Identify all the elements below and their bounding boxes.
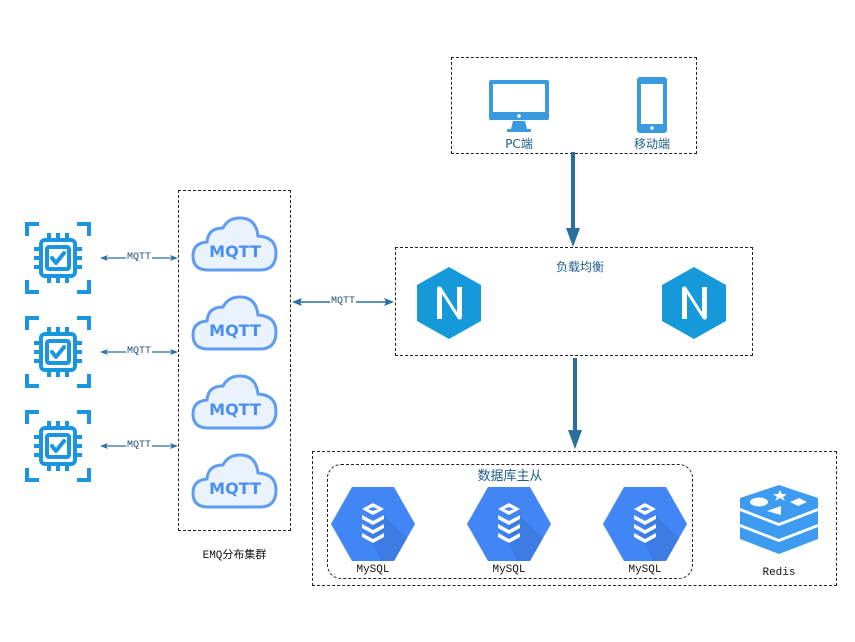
mysql-label: MySQL (356, 564, 390, 576)
pc-monitor-icon (488, 78, 550, 134)
iot-chip-device-icon (25, 222, 91, 294)
mysql-label: MySQL (628, 564, 662, 576)
mobile-phone-icon (636, 76, 668, 134)
mqtt-cloud-label: MQTT (209, 242, 261, 261)
load-balancer-group (395, 247, 753, 356)
mqtt-link-device-to-emq: MQTT (100, 439, 178, 453)
arrow-clients-to-lb (566, 152, 580, 247)
emq-cluster-group (178, 190, 291, 531)
mysql-database-icon (330, 486, 416, 562)
redis-cache-icon (737, 484, 821, 556)
emq-cluster-label: EMQ分布集群 (202, 550, 267, 562)
mqtt-link-label: MQTT (329, 296, 356, 307)
mqtt-link-label: MQTT (125, 252, 152, 263)
mqtt-link-device-to-emq: MQTT (100, 345, 178, 359)
db-group-title: 数据库主从 (460, 465, 560, 484)
pc-label: PC端 (505, 137, 533, 151)
mobile-label: 移动端 (633, 137, 670, 151)
mqtt-link-label: MQTT (125, 346, 152, 357)
iot-chip-device-icon (25, 316, 91, 388)
db-master-slave-group (327, 464, 693, 579)
iot-chip-device-icon (25, 410, 91, 482)
mqtt-link-device-to-emq: MQTT (100, 251, 178, 265)
mqtt-cloud-node: MQTT (190, 373, 280, 431)
nginx-icon (415, 266, 483, 340)
mysql-label: MySQL (492, 564, 526, 576)
mqtt-cloud-label: MQTT (209, 321, 261, 340)
mqtt-cloud-label: MQTT (209, 400, 261, 419)
load-balancer-title: 负载均衡 (555, 260, 604, 274)
mysql-database-icon (466, 486, 552, 562)
mqtt-cloud-label: MQTT (209, 479, 261, 498)
mqtt-link-emq-to-lb: MQTT (292, 295, 394, 309)
redis-label: Redis (762, 567, 796, 579)
mqtt-cloud-node: MQTT (190, 215, 280, 273)
storage-group (312, 451, 837, 586)
mqtt-cloud-node: MQTT (190, 452, 280, 510)
arrow-lb-to-storage (568, 358, 582, 449)
mysql-database-icon (602, 486, 688, 562)
nginx-icon (660, 266, 728, 340)
mqtt-link-label: MQTT (125, 440, 152, 451)
mqtt-cloud-node: MQTT (190, 294, 280, 352)
